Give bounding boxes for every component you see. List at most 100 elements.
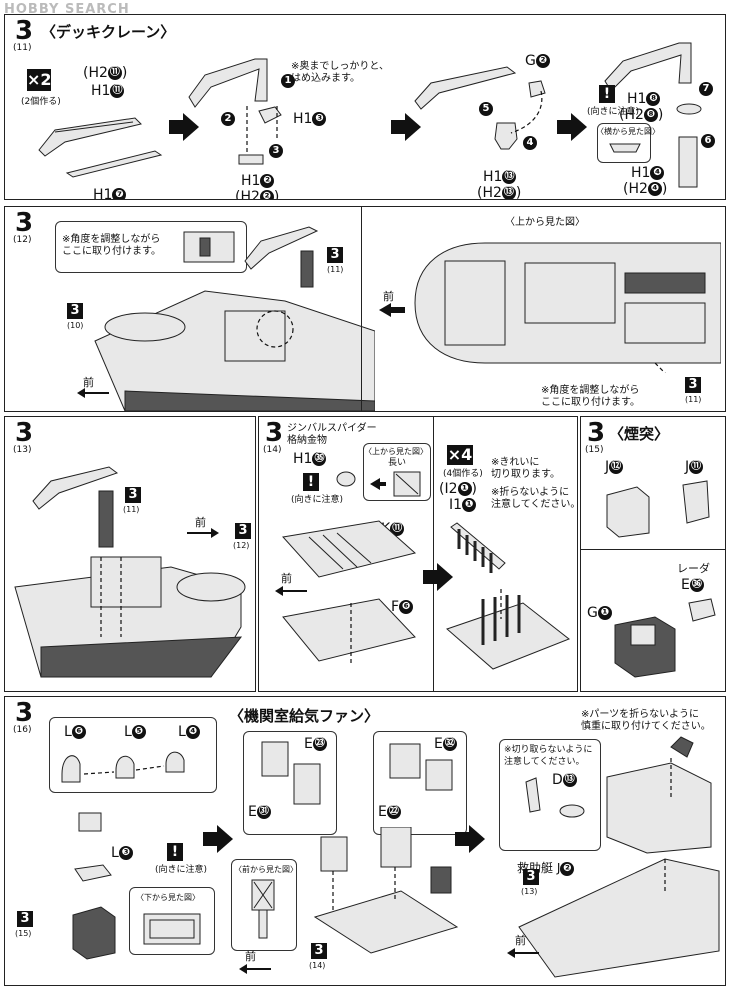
crane-boom-part xyxy=(65,150,163,178)
direction-note: (向きに注意) xyxy=(155,865,208,875)
disc-part-h1-8 xyxy=(676,103,702,115)
side-view-label: 〈横から見た図〉 xyxy=(596,127,660,136)
funnel-with-fan xyxy=(72,906,116,960)
fore-label: 前 xyxy=(383,290,394,303)
hull-assembled xyxy=(518,858,720,978)
ship-model-view xyxy=(14,556,246,678)
base-part-l3 xyxy=(74,864,112,882)
fore-label: 前 xyxy=(281,572,292,585)
top-view-label: 〈上から見た図〉 xyxy=(505,217,585,228)
railing-part xyxy=(450,522,506,573)
step-sub: (15) xyxy=(585,445,604,455)
ref-step-12: 3 xyxy=(235,523,251,539)
ref-step-13: 3 xyxy=(523,869,539,885)
crane-arm-part xyxy=(38,117,142,157)
deck-with-fans xyxy=(313,827,459,954)
assembled-deck xyxy=(446,589,570,670)
step-marker-1: 1 xyxy=(281,73,295,89)
fore-arrow xyxy=(275,586,307,596)
step-arrow xyxy=(391,113,421,141)
funnel-assembled xyxy=(614,616,676,678)
ref-step-11b: 3 xyxy=(685,377,701,393)
caution-icon: ! xyxy=(599,85,615,103)
note-press-in: ※奥までしっかりと、はめ込みます。 xyxy=(291,61,389,84)
crane-assembly-b xyxy=(414,66,517,110)
step-number: 3 xyxy=(15,208,34,238)
step-13-panel: 3 (13) 3 (11) 前 3 (12) xyxy=(4,416,256,692)
step-number: 3 xyxy=(15,418,34,448)
lifeboat-part xyxy=(559,804,585,818)
ref-step-11: 3 xyxy=(125,487,141,503)
front-view-shape xyxy=(251,879,275,939)
step-marker-6: 6 xyxy=(701,133,715,149)
step-marker-2: 2 xyxy=(221,111,235,127)
fan-b-parts xyxy=(389,743,453,791)
callout-detail xyxy=(183,231,235,263)
step-title: 〈煙突〉 xyxy=(609,425,670,443)
ref-step-14-sub: (14) xyxy=(309,961,326,970)
post-part-h1-4 xyxy=(678,136,698,188)
callout-note-b: ※角度を調整しながらここに取り付けます。 xyxy=(541,385,640,408)
step-number: 3 xyxy=(265,418,284,448)
step-title: 〈デッキクレーン〉 xyxy=(41,23,176,41)
funnel-part-j12 xyxy=(606,486,650,538)
mount-part-h1-13 xyxy=(494,122,518,150)
small-part-h1-2 xyxy=(238,154,264,165)
step-marker-3: 3 xyxy=(269,143,283,159)
front-view-box: 〈前から見た図〉 xyxy=(231,859,298,951)
divider xyxy=(361,207,362,411)
fore-arrow xyxy=(507,948,539,958)
small-part-h1-3 xyxy=(258,106,282,124)
top-view-label: 〈上から見た図〉 xyxy=(364,447,428,456)
crane-assembly-c xyxy=(604,42,692,92)
step-arrow xyxy=(203,825,233,853)
step-marker-4: 4 xyxy=(523,135,537,151)
crane-assembly-a xyxy=(188,58,268,108)
top-view-box: 〈上から見た図〉 長い xyxy=(363,443,431,501)
base-part-f6 xyxy=(282,598,416,663)
fore-arrow xyxy=(77,388,109,398)
fore-label: 前 xyxy=(83,376,94,389)
caution-icon: ! xyxy=(167,843,183,861)
ref-step-13-sub: (13) xyxy=(521,887,538,896)
ref-step-15-sub: (15) xyxy=(15,929,32,938)
step-number: 3 xyxy=(15,16,34,46)
radar-label: レーダ xyxy=(677,562,710,575)
side-view-disc xyxy=(609,143,641,153)
long-label: 長い xyxy=(388,458,407,468)
bottom-view-label: 〈下から見た図〉 xyxy=(136,893,200,902)
step-sub: (14) xyxy=(263,445,282,455)
davit-part xyxy=(525,777,541,813)
fore-label: 前 xyxy=(515,934,526,947)
ref-step-12-sub: (12) xyxy=(233,541,250,550)
direction-note: (向きに注意) xyxy=(291,495,344,505)
direction-note: (向きに注意) xyxy=(587,107,640,117)
fore-arrow xyxy=(379,303,405,317)
step-sub: (12) xyxy=(13,235,32,245)
ref-step-10: 3 xyxy=(67,303,83,319)
dashed-guide xyxy=(510,90,543,134)
fore-label: 前 xyxy=(195,516,206,529)
